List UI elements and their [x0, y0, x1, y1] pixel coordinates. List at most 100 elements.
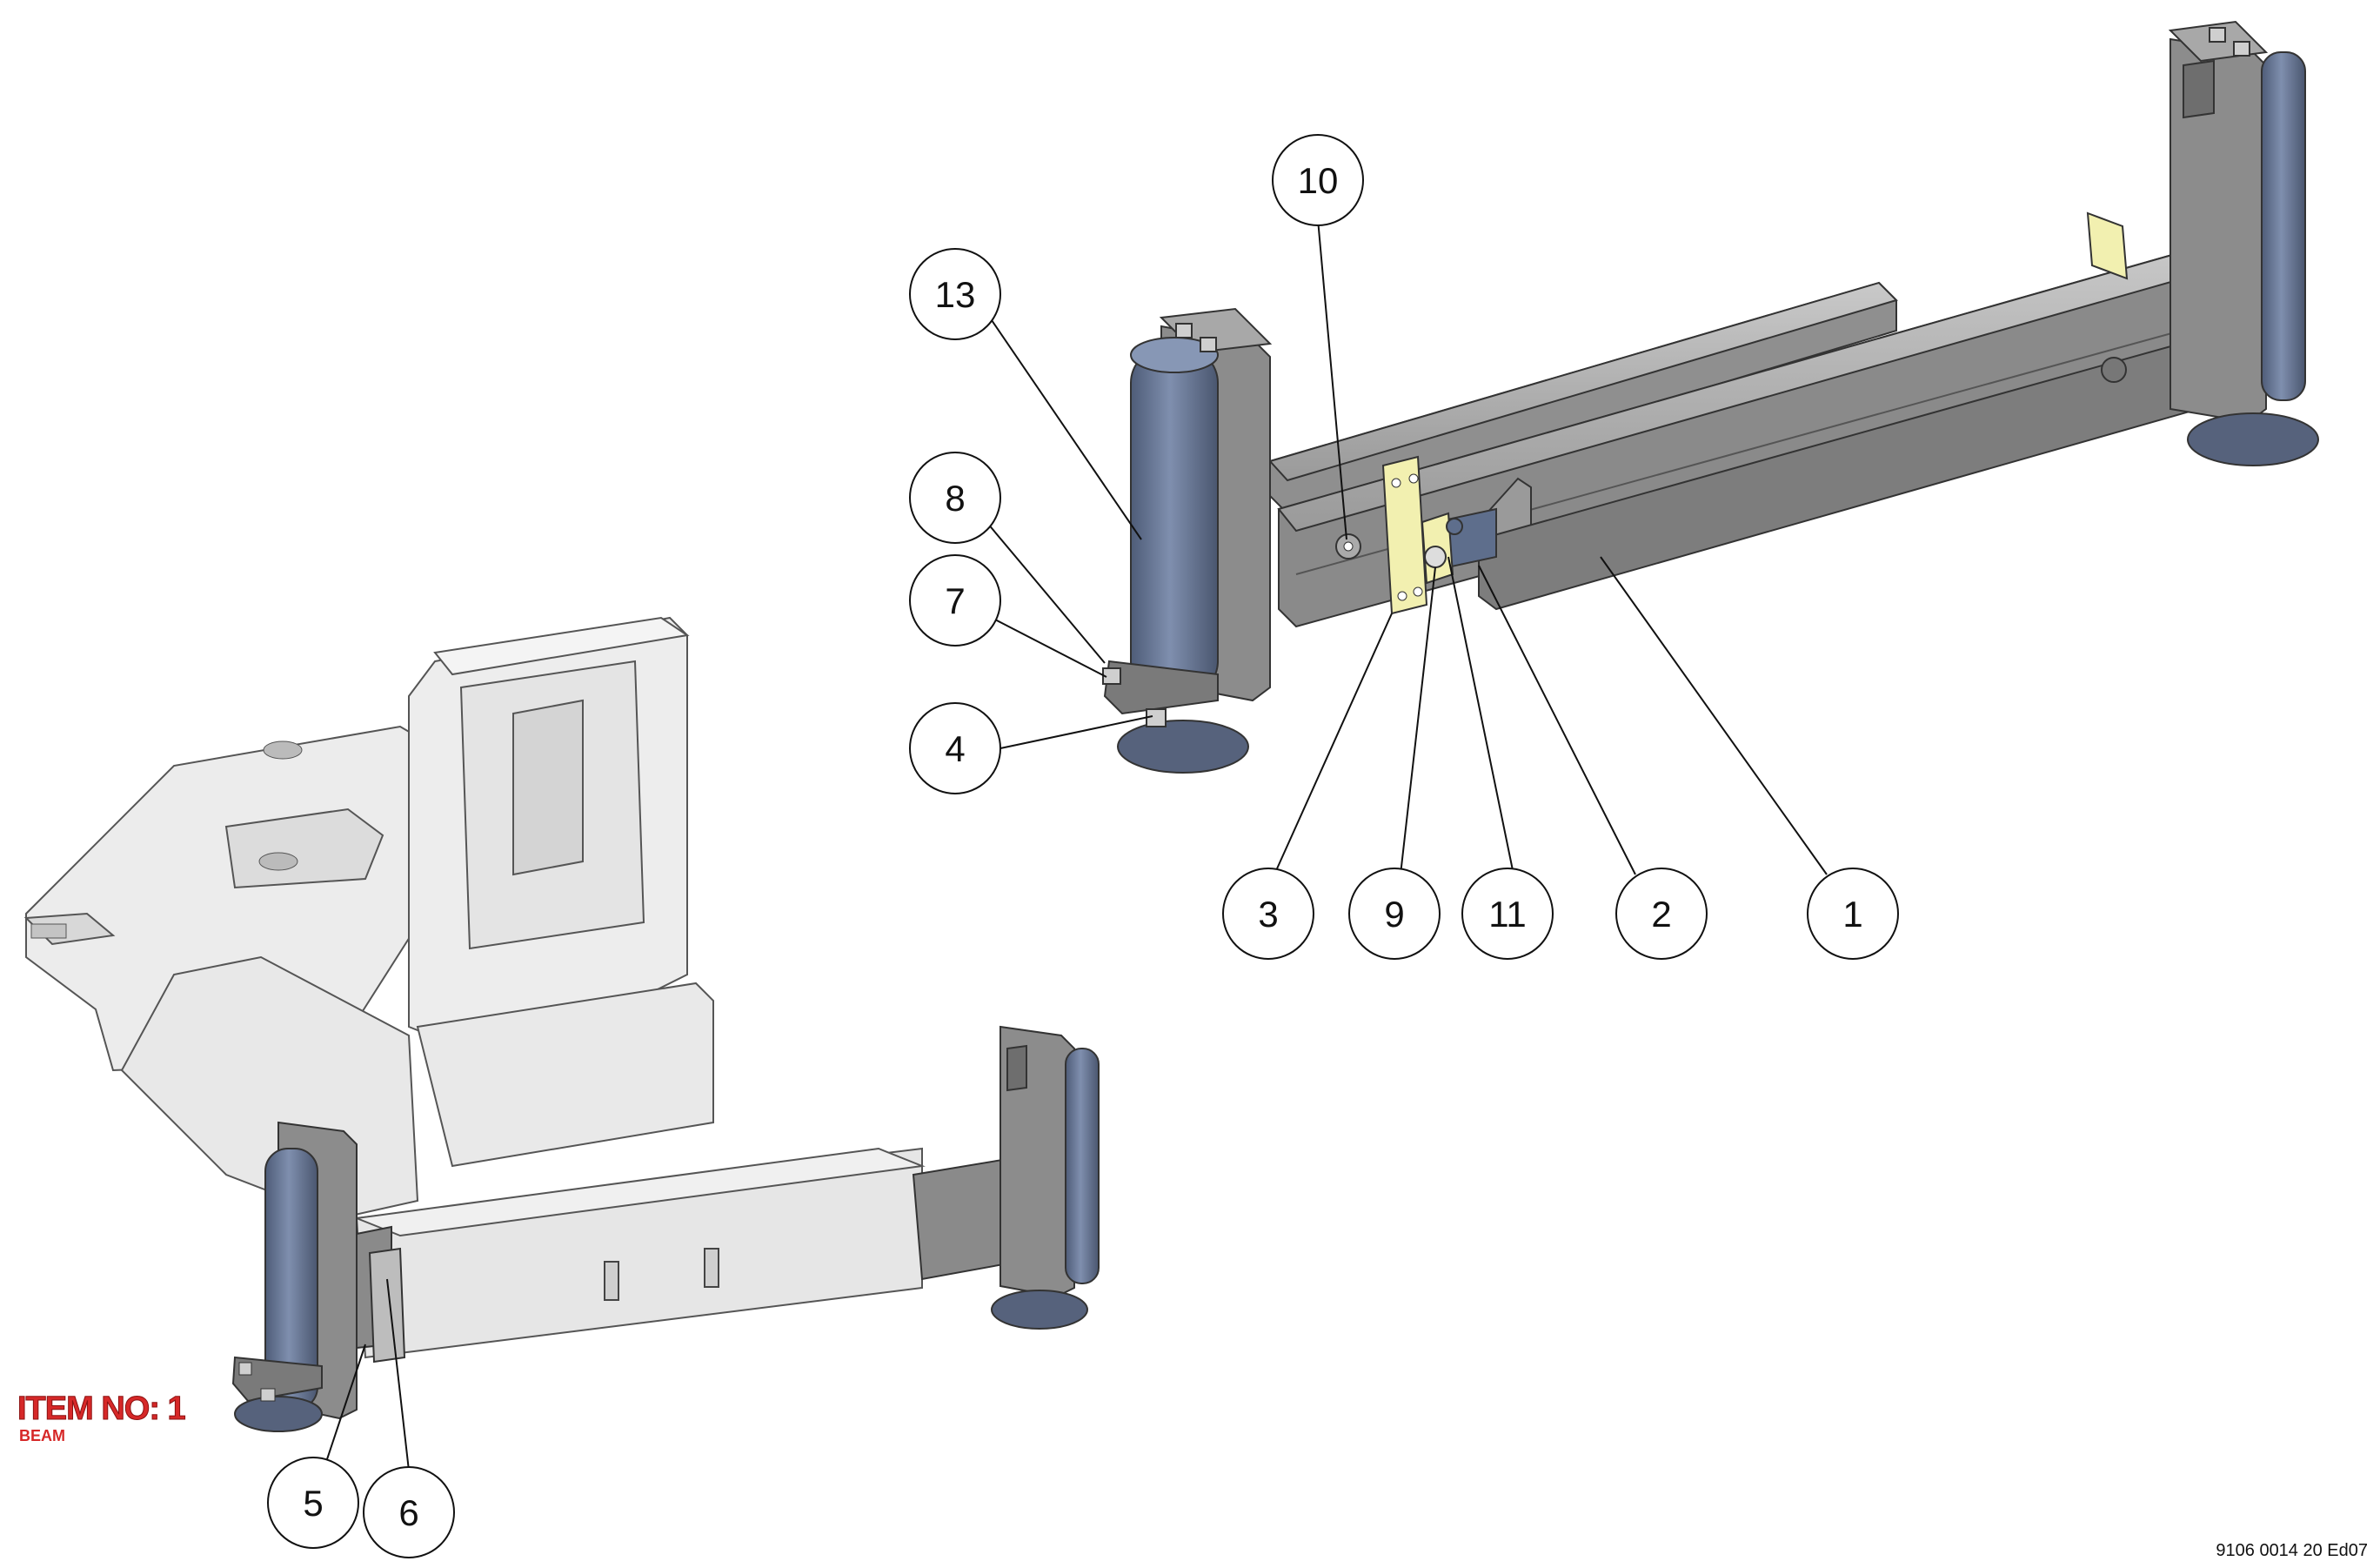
- latch-left: [604, 1261, 619, 1301]
- balloon-11-circle: [1461, 868, 1554, 960]
- front-leg-cylinder: [1130, 347, 1219, 697]
- balloon-5[interactable]: 5: [267, 1457, 359, 1549]
- balloon-10[interactable]: 10: [1272, 134, 1364, 226]
- bracket-plate-rear: [2086, 211, 2129, 280]
- rear-leg-cylinder: [2261, 51, 2306, 401]
- installed-left-leg: [231, 1121, 406, 1432]
- installed-left-leg-clamp: [368, 1247, 406, 1364]
- balloon-6-label: 6: [398, 1492, 418, 1533]
- rear-leg-exploded: [2168, 20, 2319, 466]
- balloon-4[interactable]: 4: [909, 702, 1001, 794]
- frame-rear-hole: [258, 852, 298, 871]
- front-leg-pad: [1117, 720, 1249, 774]
- leader-1: [1600, 556, 1828, 875]
- balloon-3-circle: [1222, 868, 1314, 960]
- bracket-plate: [1381, 455, 1428, 615]
- leader-5: [325, 1344, 366, 1463]
- bracket-plate-hole-4: [1413, 586, 1423, 597]
- front-leg-cylinder-top: [1130, 337, 1219, 373]
- balloon-7-circle: [909, 554, 1001, 647]
- balloon-5-label: 5: [303, 1483, 323, 1524]
- leader-2: [1478, 565, 1636, 875]
- balloon-10-label: 10: [1298, 160, 1339, 201]
- latch-right: [704, 1248, 719, 1288]
- front-leg-top-bolt-2: [1200, 337, 1217, 352]
- balloon-3-label: 3: [1258, 894, 1278, 935]
- rear-leg-pad: [2187, 412, 2319, 466]
- balloon-13[interactable]: 13: [909, 248, 1001, 340]
- rear-leg-top-bolt-2: [2233, 41, 2250, 57]
- balloon-2-label: 2: [1651, 894, 1671, 935]
- pin: [1424, 546, 1447, 568]
- machine-frame: [23, 616, 926, 1359]
- frame-top-hole: [263, 740, 303, 760]
- grease-nipple-center: [1343, 541, 1354, 552]
- front-leg-exploded: [1102, 307, 1273, 774]
- balloon-11-label: 11: [1488, 894, 1527, 935]
- bracket-plate-hole-3: [1397, 591, 1407, 601]
- rear-leg-top-bolt: [2209, 27, 2226, 43]
- drawing-number: 9106 0014 20 Ed07: [2216, 1541, 2368, 1560]
- installed-left-leg-pad: [234, 1396, 323, 1432]
- balloon-11[interactable]: 11: [1461, 868, 1554, 960]
- balloon-1[interactable]: 1: [1807, 868, 1899, 960]
- installed-right-leg-cylinder: [1065, 1048, 1100, 1284]
- installed-left-leg-foot: [231, 1356, 323, 1403]
- front-leg-foot-bracket: [1103, 660, 1219, 715]
- balloon-7-label: 7: [945, 580, 965, 621]
- balloon-2-circle: [1615, 868, 1708, 960]
- balloon-4-label: 4: [945, 728, 965, 769]
- installed-left-leg-bolt: [260, 1388, 276, 1402]
- inner-beam-top: [1268, 281, 1898, 482]
- balloon-8-label: 8: [945, 478, 965, 519]
- item-number-label: ITEM NO: 1: [17, 1390, 187, 1428]
- beam-hole: [2101, 357, 2127, 383]
- leader-10: [1317, 218, 1347, 540]
- installed-right-leg: [991, 1025, 1100, 1330]
- balloon-4-circle: [909, 702, 1001, 794]
- frame-side-rail: [416, 982, 714, 1168]
- rear-leg-notch: [2183, 59, 2215, 119]
- balloon-1-circle: [1807, 868, 1899, 960]
- leader-8: [982, 517, 1106, 664]
- balloon-10-circle: [1272, 134, 1364, 226]
- frame-tower-top: [433, 616, 690, 676]
- front-leg-bolt: [1146, 708, 1167, 727]
- front-leg-top-bolt: [1175, 323, 1193, 338]
- leader-3: [1274, 613, 1393, 875]
- leader-11: [1447, 556, 1514, 875]
- balloon-7[interactable]: 7: [909, 554, 1001, 647]
- balloon-6[interactable]: 6: [363, 1466, 455, 1558]
- balloon-13-label: 13: [935, 274, 976, 315]
- leader-7: [991, 617, 1107, 678]
- installed-right-leg-housing: [999, 1025, 1075, 1298]
- frame-tower-window: [512, 699, 584, 876]
- balloon-2[interactable]: 2: [1615, 868, 1708, 960]
- balloon-8[interactable]: 8: [909, 452, 1001, 544]
- balloon-1-label: 1: [1842, 894, 1862, 935]
- leader-13: [991, 319, 1142, 540]
- balloon-9-circle: [1348, 868, 1441, 960]
- leader-9: [1400, 566, 1436, 875]
- leader-6: [386, 1278, 410, 1471]
- leader-lines: [325, 218, 1828, 1471]
- balloon-3[interactable]: 3: [1222, 868, 1314, 960]
- installed-right-leg-notch: [1006, 1044, 1027, 1092]
- bracket-plate-assembly: [1335, 455, 1463, 615]
- bracket-plate-hole-2: [1408, 473, 1419, 484]
- balloon-9[interactable]: 9: [1348, 868, 1441, 960]
- balloon-8-circle: [909, 452, 1001, 544]
- bushing: [1446, 518, 1463, 535]
- item-name-label: BEAM: [19, 1427, 65, 1444]
- leader-4: [999, 715, 1153, 749]
- installed-right-leg-pad: [991, 1290, 1088, 1330]
- balloon-13-circle: [909, 248, 1001, 340]
- installed-left-leg-nut: [238, 1362, 252, 1376]
- balloon-6-circle: [363, 1466, 455, 1558]
- balloon-5-circle: [267, 1457, 359, 1549]
- frame-left-mount-block: [30, 923, 67, 939]
- bracket-plate-hole-1: [1391, 478, 1401, 488]
- balloons: 10 13 8 7 4 3 9 11: [267, 134, 1899, 1558]
- balloon-9-label: 9: [1384, 894, 1404, 935]
